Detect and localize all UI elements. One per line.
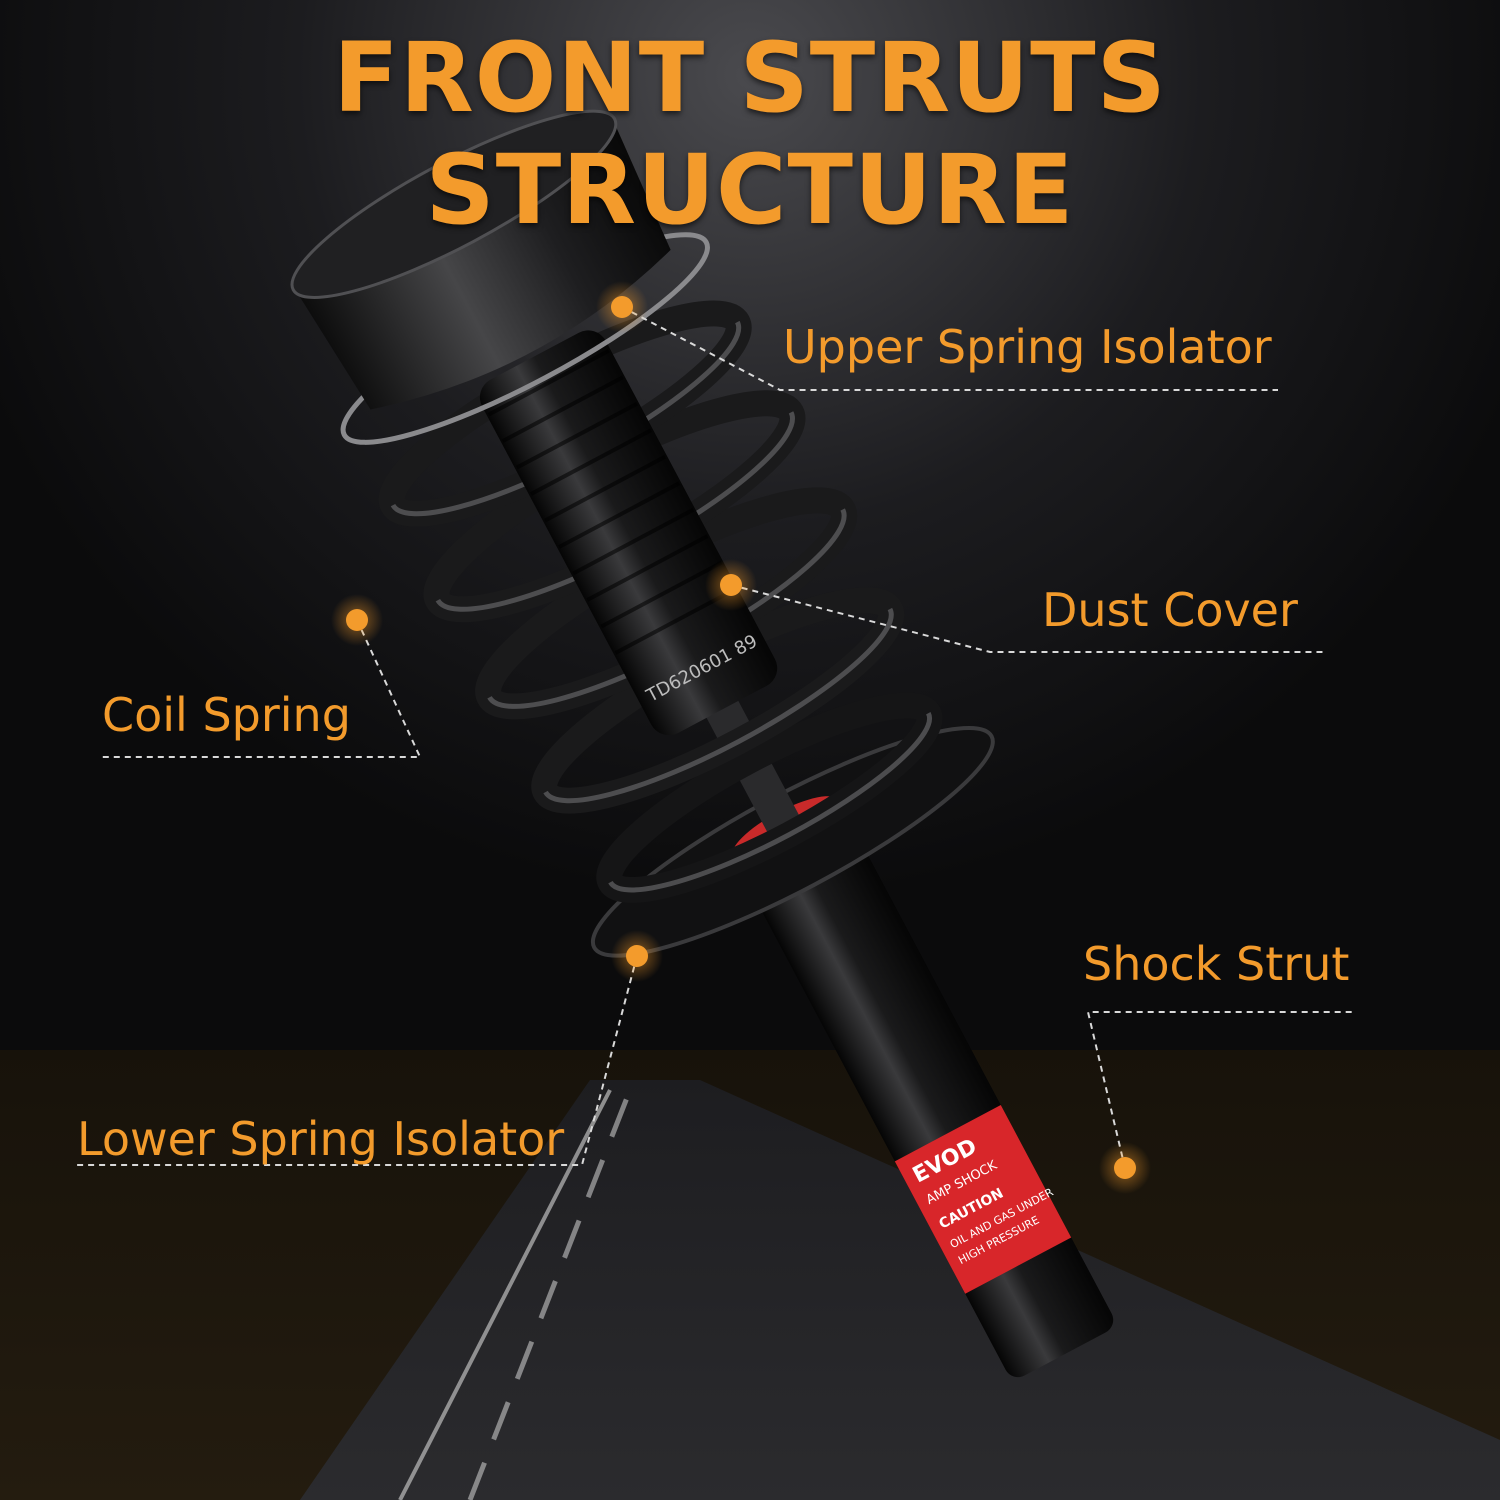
page-title: FRONT STRUTS STRUCTURE [333,22,1167,246]
label-shock-strut: Shock Strut [1083,937,1350,991]
label-upper-spring-isolator: Upper Spring Isolator [783,320,1272,374]
label-lower-spring-isolator: Lower Spring Isolator [77,1112,565,1166]
dust-cover-part [479,330,778,736]
marker-lower-spring-isolator [626,945,648,967]
top-mount-cap [290,109,618,299]
road-edge-line [398,1089,612,1500]
road-center-line [467,1089,633,1500]
label-coil-spring: Coil Spring [102,688,351,742]
marker-shock-strut [1114,1157,1136,1179]
leader-lines [77,306,1355,1169]
top-mount [295,121,671,410]
leader-lower-spring-isolator [77,955,638,1166]
marker-dust-cover [720,574,742,596]
dust-cover-ribs [487,348,737,655]
label-dust-cover: Dust Cover [1042,583,1298,637]
callout-markers [331,281,1151,1194]
marker-coil-spring [346,609,368,631]
marker-upper-spring-isolator [611,296,633,318]
leader-dust-cover [730,584,1326,653]
background-road [300,1080,1500,1500]
shock-red-band [894,1105,1072,1294]
strut-assembly: EVOD AMP SHOCK CAUTION OIL AND GAS UNDER… [290,109,1114,1378]
leader-upper-spring-isolator [621,306,1278,391]
